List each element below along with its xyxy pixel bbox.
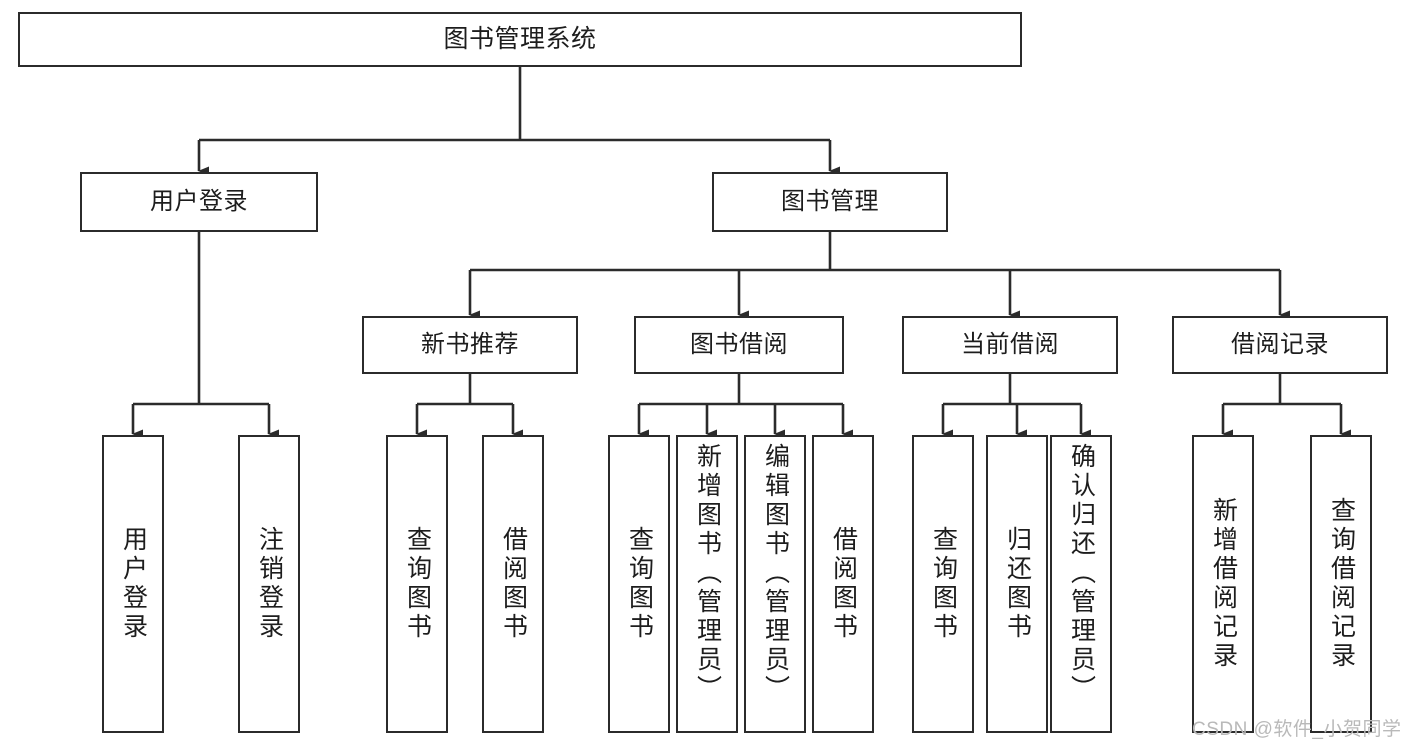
node-label: 用户登录 (150, 187, 248, 215)
node-newbook[interactable]: 新书推荐 (362, 316, 578, 374)
node-bookmgmt[interactable]: 图书管理 (712, 172, 948, 232)
node-label: 归还图书 (1003, 526, 1032, 642)
node-label: 查询图书 (625, 526, 654, 642)
node-label: 图书管理 (781, 187, 879, 215)
node-label: 查询图书 (403, 526, 432, 642)
node-label: 新增借阅记录 (1209, 497, 1238, 671)
node-label: 新书推荐 (421, 330, 519, 358)
connector-lines (131, 67, 1351, 439)
node-label: 查询借阅记录 (1327, 497, 1356, 671)
node-label: 借阅记录 (1231, 330, 1329, 358)
node-root[interactable]: 图书管理系统 (18, 12, 1022, 67)
node-label: 确认归还（管理员） (1067, 443, 1096, 704)
node-login[interactable]: 用户登录 (80, 172, 318, 232)
node-addbook[interactable]: 新增图书（管理员） (676, 435, 738, 733)
node-addrec[interactable]: 新增借阅记录 (1192, 435, 1254, 733)
node-userlogin[interactable]: 用户登录 (102, 435, 164, 733)
node-label: 用户登录 (119, 526, 148, 642)
node-label: 新增图书（管理员） (693, 443, 722, 704)
node-confirm[interactable]: 确认归还（管理员） (1050, 435, 1112, 733)
node-label: 借阅图书 (499, 526, 528, 642)
node-label: 图书管理系统 (443, 24, 597, 53)
node-label: 查询图书 (929, 526, 958, 642)
node-returnbook[interactable]: 归还图书 (986, 435, 1048, 733)
node-records[interactable]: 借阅记录 (1172, 316, 1388, 374)
node-b1[interactable]: 借阅图书 (482, 435, 544, 733)
node-label: 编辑图书（管理员） (761, 443, 790, 704)
watermark-text: CSDN @软件_小贺同学 (1192, 719, 1402, 740)
node-label: 当前借阅 (961, 330, 1059, 358)
node-queryrec[interactable]: 查询借阅记录 (1310, 435, 1372, 733)
node-logout[interactable]: 注销登录 (238, 435, 300, 733)
node-label: 图书借阅 (690, 330, 788, 358)
node-label: 注销登录 (255, 526, 284, 642)
node-q3[interactable]: 查询图书 (912, 435, 974, 733)
node-b2[interactable]: 借阅图书 (812, 435, 874, 733)
node-current[interactable]: 当前借阅 (902, 316, 1118, 374)
node-borrow[interactable]: 图书借阅 (634, 316, 844, 374)
node-editbook[interactable]: 编辑图书（管理员） (744, 435, 806, 733)
node-label: 借阅图书 (829, 526, 858, 642)
node-q1[interactable]: 查询图书 (386, 435, 448, 733)
node-q2[interactable]: 查询图书 (608, 435, 670, 733)
